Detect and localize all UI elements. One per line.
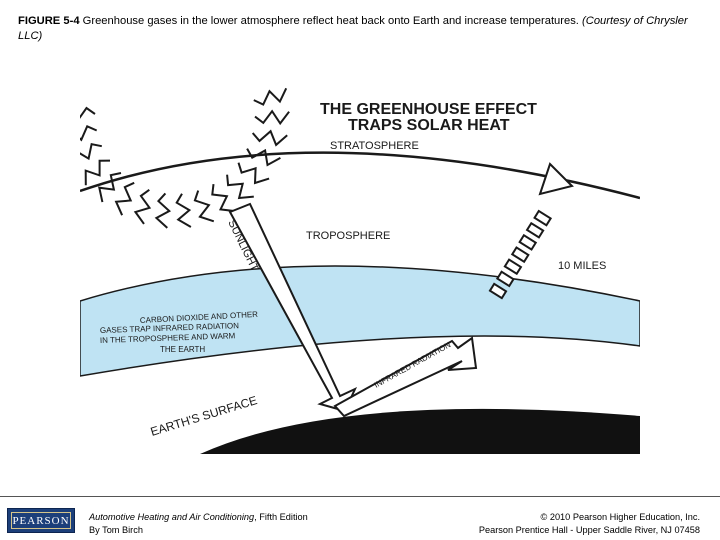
escape-arrow-head: [538, 162, 574, 196]
sun-ray: [175, 193, 192, 228]
pearson-logo-text: PEARSON: [12, 514, 70, 527]
gas-band-text-4: THE EARTH: [160, 345, 205, 354]
escape-arrow-segment: [510, 246, 530, 264]
diagram-title-line1: THE GREENHOUSE EFFECT: [320, 101, 537, 118]
sun-ray: [80, 124, 98, 142]
earth-surface: [200, 408, 640, 454]
sun-ray: [237, 162, 270, 185]
escape-arrow-segment: [525, 221, 545, 239]
publisher-line: Pearson Prentice Hall - Upper Saddle Riv…: [478, 525, 700, 535]
sun-ray: [84, 159, 111, 186]
footer-copyright: © 2010 Pearson Higher Education, Inc. Pe…: [479, 511, 700, 537]
diagram-title-line2: TRAPS SOLAR HEAT: [348, 117, 510, 134]
escape-arrow-segment: [488, 282, 508, 300]
caption-text: Greenhouse gases in the lower atmosphere…: [79, 15, 583, 27]
sun-ray: [253, 87, 288, 106]
ten-miles-label: 10 MILES: [558, 260, 606, 272]
sun: [80, 87, 290, 229]
escaping-heat-arrow: [488, 162, 574, 300]
escape-arrow-segment: [503, 258, 523, 276]
troposphere-label: TROPOSPHERE: [306, 230, 390, 242]
caption-credit: (Courtesy of Chrysler LLC): [18, 15, 688, 42]
stratosphere-label: STRATOSPHERE: [330, 140, 419, 152]
sun-ray: [98, 172, 122, 203]
sun-ray: [193, 190, 215, 223]
footer-divider: [0, 496, 720, 497]
escape-arrow-segment: [518, 233, 538, 251]
earth-surface-label: EARTH'S SURFACE: [149, 393, 259, 439]
sun-ray: [154, 192, 172, 229]
sun-ray: [254, 109, 290, 126]
footer-book-info: Automotive Heating and Air Conditioning,…: [89, 511, 308, 537]
figure-caption: FIGURE 5-4 Greenhouse gases in the lower…: [18, 14, 708, 44]
sun-ray: [114, 181, 135, 216]
sun-ray: [133, 188, 152, 225]
reflected-arrow: [333, 336, 478, 418]
pearson-logo: PEARSON: [7, 508, 75, 533]
book-edition: , Fifth Edition: [254, 512, 308, 522]
sun-ray: [251, 129, 288, 147]
sun-ray: [226, 174, 254, 200]
book-author: By Tom Birch: [89, 525, 143, 535]
escape-arrow-segment: [495, 270, 515, 288]
book-title: Automotive Heating and Air Conditioning: [89, 512, 255, 522]
sun-ray: [80, 143, 102, 161]
figure-label: FIGURE 5-4: [18, 15, 80, 27]
sun-ray: [80, 106, 96, 119]
greenhouse-effect-diagram: THE GREENHOUSE EFFECT TRAPS SOLAR HEAT S…: [80, 87, 640, 454]
sun-ray: [211, 183, 236, 213]
escape-arrow-segment: [533, 209, 553, 227]
copyright-line: © 2010 Pearson Higher Education, Inc.: [540, 512, 700, 522]
